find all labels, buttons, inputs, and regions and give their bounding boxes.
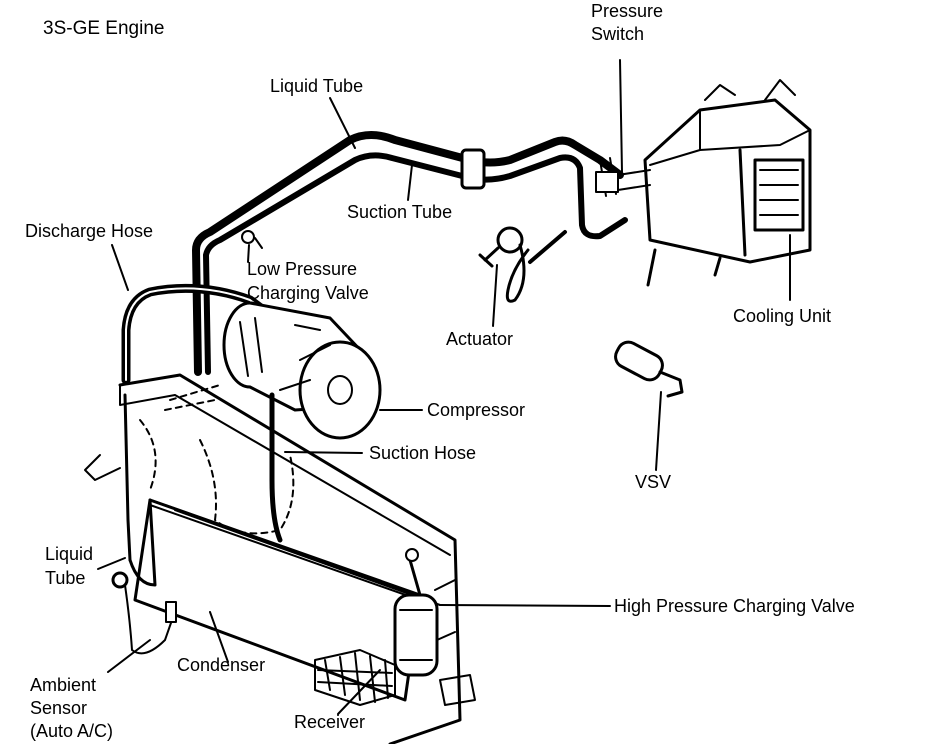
compressor-shape	[222, 301, 382, 440]
label-liquid-tube-side-line1: Liquid	[45, 544, 94, 564]
label-condenser: Condenser	[177, 655, 266, 675]
label-ambient-sensor-line2: Sensor	[30, 698, 88, 718]
receiver-shape	[393, 548, 456, 677]
label-suction-hose: Suction Hose	[369, 443, 477, 463]
label-compressor: Compressor	[427, 400, 526, 420]
label-liquid-tube-top: Liquid Tube	[270, 76, 364, 96]
label-ambient-sensor-line1: Ambient	[30, 675, 97, 695]
actuator-shape	[478, 226, 567, 303]
label-low-pressure-line1: Low Pressure	[247, 259, 358, 279]
label-ambient-sensor-line3: (Auto A/C)	[30, 721, 114, 741]
suction-tube-line	[203, 152, 628, 375]
diagram-title: 3S-GE Engine	[43, 18, 165, 39]
label-actuator: Actuator	[446, 329, 514, 349]
condenser-shape	[84, 373, 462, 744]
label-pressure-switch-line2: Switch	[591, 24, 645, 44]
label-low-pressure-line2: Charging Valve	[247, 283, 369, 303]
ambient-sensor-shape	[111, 571, 177, 655]
cooling-unit-shape	[643, 79, 812, 287]
label-cooling-unit: Cooling Unit	[733, 306, 832, 326]
vsv-shape	[614, 340, 684, 398]
suction-hose-line	[269, 392, 283, 543]
label-pressure-switch-line1: Pressure	[591, 1, 664, 21]
label-liquid-tube-side-line2: Tube	[45, 568, 86, 588]
label-discharge-hose: Discharge Hose	[25, 221, 154, 241]
label-receiver: Receiver	[294, 712, 366, 732]
label-suction-tube: Suction Tube	[347, 202, 453, 222]
label-vsv: VSV	[635, 472, 672, 492]
label-high-pressure-charging-valve: High Pressure Charging Valve	[614, 596, 855, 616]
